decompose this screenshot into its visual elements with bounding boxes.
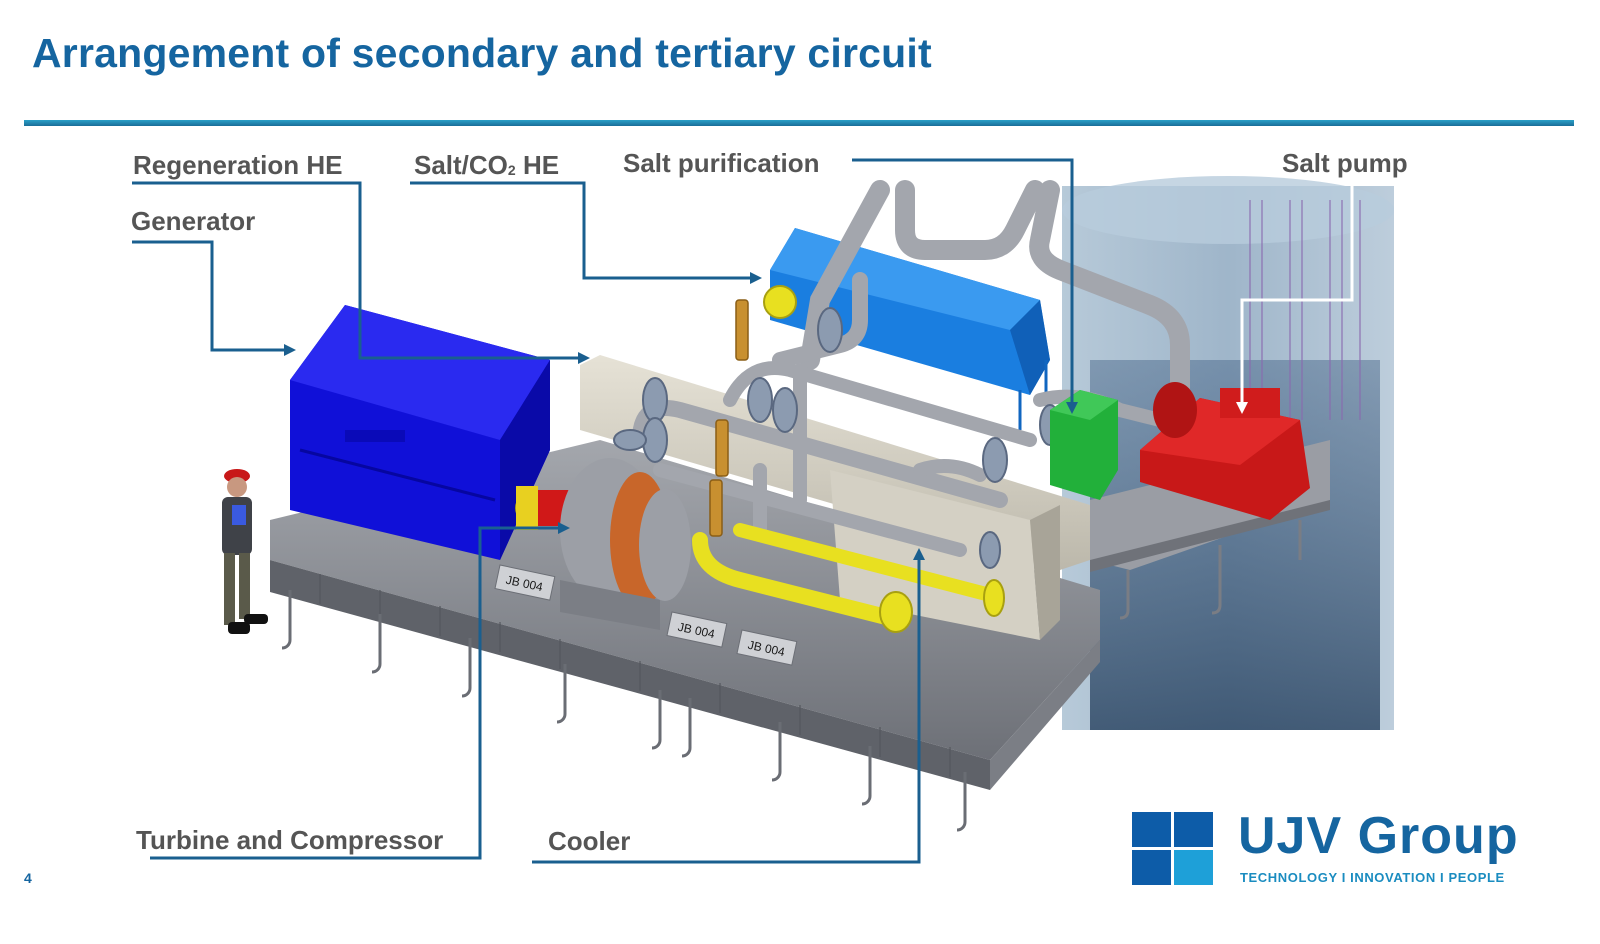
slide-title: Arrangement of secondary and tertiary ci… bbox=[32, 30, 932, 76]
callout-salt-purification: Salt purification bbox=[623, 148, 820, 178]
leader-turbine-compressor bbox=[150, 526, 560, 860]
logo-tagline: TECHNOLOGY I INNOVATION I PEOPLE bbox=[1240, 870, 1505, 885]
callout-salt-co2-he-prefix: Salt/CO bbox=[414, 150, 508, 180]
callout-salt-co2-he-subscript: 2 bbox=[507, 162, 516, 178]
ujv-group-logo: UJV Group TECHNOLOGY I INNOVATION I PEOP… bbox=[1132, 807, 1552, 892]
leader-salt-pump bbox=[1236, 186, 1354, 414]
callout-regeneration-he: Regeneration HE bbox=[133, 150, 343, 180]
callout-salt-co2-he-suffix: HE bbox=[515, 150, 560, 180]
logo-mark-icon bbox=[1132, 812, 1216, 888]
callout-generator: Generator bbox=[131, 206, 256, 236]
title-divider bbox=[24, 120, 1574, 126]
page-number: 4 bbox=[24, 870, 32, 886]
salt-purification-unit bbox=[1050, 390, 1118, 500]
leader-salt-purification bbox=[852, 158, 1074, 405]
equipment-tags: JB 004 JB 004 JB 004 bbox=[494, 564, 798, 666]
leader-regeneration-he bbox=[132, 181, 580, 360]
salt-pump bbox=[1140, 382, 1310, 520]
cooler bbox=[692, 523, 1005, 633]
turbine-compressor bbox=[516, 458, 691, 630]
callout-salt-co2-he: Salt/CO2 HE bbox=[414, 150, 559, 181]
leader-lines bbox=[132, 158, 1074, 864]
callout-salt-pump: Salt pump bbox=[1282, 148, 1408, 178]
leader-arrowheads bbox=[284, 272, 1078, 560]
callout-cooler: Cooler bbox=[548, 826, 631, 856]
leader-generator bbox=[132, 240, 286, 352]
generator bbox=[290, 305, 550, 560]
leader-salt-co2-he bbox=[410, 181, 752, 280]
callout-turbine-and-compressor: Turbine and Compressor bbox=[136, 825, 444, 855]
logo-name: UJV Group bbox=[1238, 807, 1519, 865]
worker-figure bbox=[222, 469, 268, 634]
leader-cooler bbox=[532, 558, 921, 864]
safety-valves bbox=[709, 299, 749, 537]
